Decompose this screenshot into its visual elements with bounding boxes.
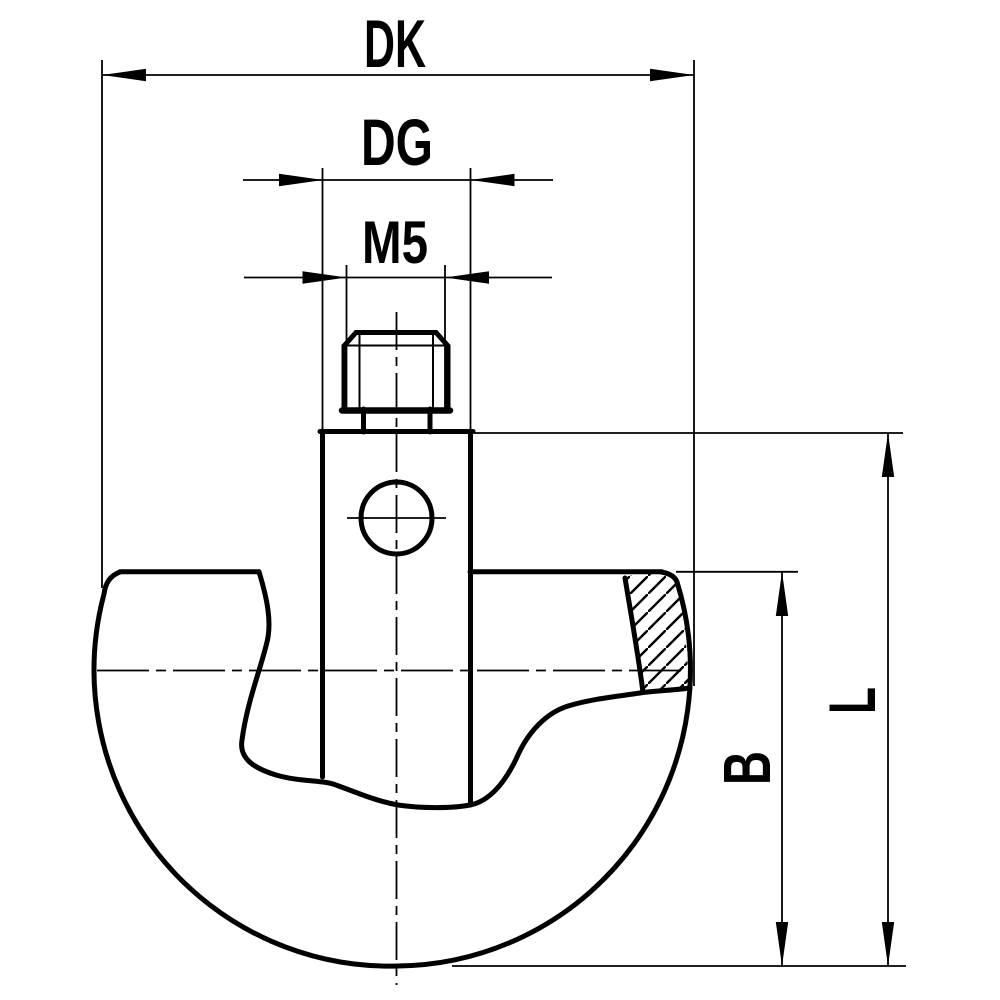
dimension-label-b: B (710, 751, 785, 785)
arrowhead-m5-right (445, 271, 489, 284)
dimension-label-l: L (815, 687, 889, 714)
dimension-label-dk: DK (364, 6, 426, 82)
arrowhead-dg-right (470, 173, 515, 187)
dimension-labels: DK DG M5 L B (361, 6, 889, 785)
dimension-lines (102, 74, 889, 966)
arrowhead-b-bottom (775, 922, 789, 966)
extension-lines (101, 60, 906, 967)
arrowhead-l-top (881, 433, 895, 477)
arrowheads (102, 68, 895, 966)
arrowhead-dk-right (650, 68, 694, 82)
arrowhead-b-top (775, 571, 789, 616)
ball-body-outline (91, 569, 693, 969)
arrowhead-m5-left (302, 271, 347, 284)
part-outline (91, 330, 693, 969)
section-break-line (239, 569, 693, 811)
dimension-label-m5: M5 (362, 209, 428, 276)
arrowhead-dk-left (102, 68, 146, 82)
screw-head-outline (341, 330, 451, 413)
arrowhead-l-bottom (881, 922, 895, 966)
section-hatch-area (627, 572, 689, 691)
section-cut-edge (622, 575, 646, 695)
cross-hole (358, 479, 435, 557)
arrowhead-dg-left (279, 173, 323, 187)
dimension-label-dg: DG (361, 105, 433, 179)
